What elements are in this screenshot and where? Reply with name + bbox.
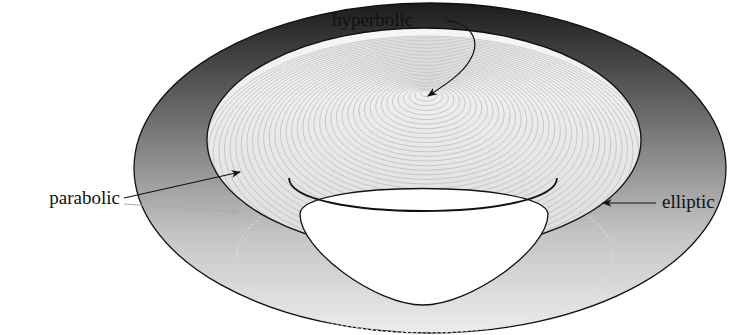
region-label: parabolic: [49, 187, 120, 210]
contour-ring: [331, 68, 521, 170]
contour-ring: [308, 63, 543, 189]
contour-ring: [320, 65, 533, 179]
region-label: elliptic: [662, 191, 715, 214]
contour-ring: [420, 91, 431, 97]
region-label: hyperbolic: [332, 9, 413, 32]
leader-arrow: [428, 21, 475, 96]
contour-ring: [325, 67, 527, 175]
leader-arrow: [603, 202, 656, 203]
contour-ring: [353, 74, 499, 152]
torus-hole: [300, 189, 548, 306]
torus-outer: [134, 3, 726, 333]
contour-ring: [286, 57, 566, 207]
contour-ring: [398, 85, 454, 115]
leader-arrow: [124, 172, 240, 198]
contour-ring: [297, 60, 555, 198]
contour-ring: [359, 75, 493, 147]
contour-ring: [415, 89, 437, 101]
contour-ring: [381, 81, 471, 129]
contour-ring: [409, 88, 443, 106]
contour-ring: [348, 72, 505, 156]
contour-ring: [404, 86, 449, 110]
contour-ring: [387, 82, 465, 124]
contour-ring: [342, 71, 510, 161]
contour-ring: [376, 79, 477, 133]
contour-ring: [392, 84, 459, 120]
inner-lip: [289, 178, 557, 211]
contour-ring: [314, 64, 538, 184]
contour-ring: [336, 70, 515, 166]
contour-ring: [303, 61, 549, 193]
contour-ring: [370, 78, 482, 138]
contour-ring: [364, 77, 487, 143]
leader-arrow: [124, 204, 240, 212]
contour-ring: [292, 58, 561, 202]
